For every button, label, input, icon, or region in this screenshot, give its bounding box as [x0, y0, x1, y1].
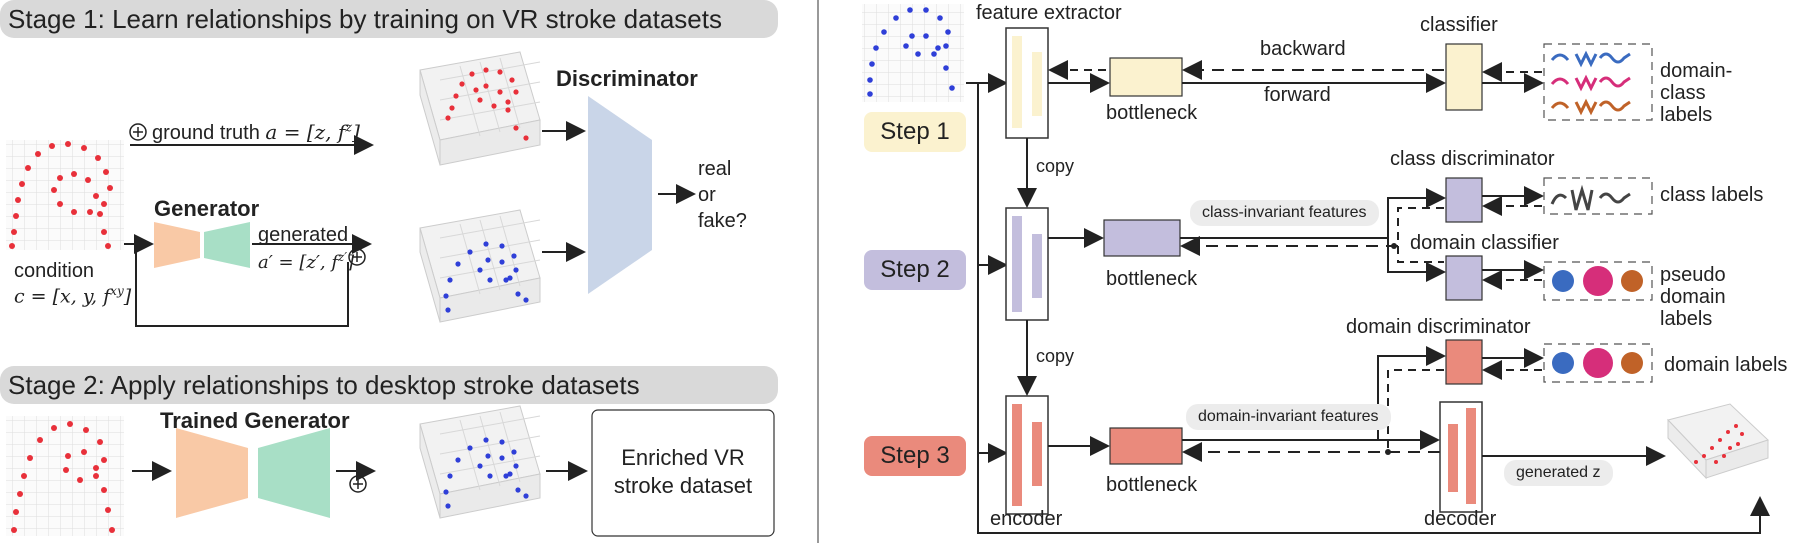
bottleneck1-label: bottleneck	[1106, 102, 1198, 124]
step2-label: Step 2	[864, 250, 966, 290]
domain-labels: domain labels	[1664, 354, 1788, 376]
domain-invariant-pill: domain-invariant features	[1186, 404, 1391, 430]
class-discriminator-box	[1445, 177, 1483, 223]
class-invariant-pill: class-invariant features	[1190, 200, 1379, 226]
trained-generator-decoder-shape	[258, 428, 330, 518]
discriminator-label: Discriminator	[556, 66, 698, 91]
ground-truth-label: ground truth a = [z, fz]	[152, 120, 360, 144]
real-label: real	[698, 158, 732, 180]
condition-label: condition	[14, 260, 95, 282]
stage2-title: Stage 2: Apply relationships to desktop …	[0, 366, 778, 404]
trained-generator-label: Trained Generator	[160, 408, 350, 433]
plot-3d-real	[419, 51, 541, 166]
generated-label: generated	[258, 224, 349, 246]
domain-class-labels: domain-class labels	[1660, 60, 1733, 126]
generator-encoder-shape	[154, 222, 200, 268]
plot-3d-generated	[419, 209, 541, 323]
domain-discriminator-box	[1445, 339, 1483, 385]
feature-extractor-label: feature extractor	[976, 2, 1122, 24]
desktop-stroke-image	[6, 416, 124, 536]
copy1-label: copy	[1036, 156, 1075, 176]
bottleneck3-box	[1109, 427, 1183, 465]
classifier-label: classifier	[1420, 14, 1498, 36]
input-stroke-image	[862, 4, 964, 102]
generated-z-pill: generated z	[1504, 460, 1613, 486]
condition-stroke-image	[6, 140, 124, 250]
copy2-label: copy	[1036, 346, 1075, 366]
bottleneck3-label: bottleneck	[1106, 474, 1198, 496]
stage1-title: Stage 1: Learn relationships by training…	[0, 0, 778, 38]
domain-dot-blue	[1552, 270, 1574, 292]
backward-label: backward	[1260, 38, 1346, 60]
domain-dot-pink	[1583, 266, 1613, 296]
bottleneck1-box	[1109, 57, 1183, 97]
domain-classifier-label: domain classifier	[1410, 232, 1559, 254]
domain-classifier-box	[1445, 255, 1483, 301]
domain-dot-orange	[1621, 270, 1643, 292]
class-discriminator-label: class discriminator	[1390, 148, 1555, 170]
encoder-label: encoder	[990, 508, 1063, 530]
condition-eq: c = [x, y, fxy]	[14, 284, 132, 308]
enriched-dataset-label: Enriched VR stroke dataset	[613, 445, 753, 498]
decoder-label: decoder	[1424, 508, 1497, 530]
bottleneck2-label: bottleneck	[1106, 268, 1198, 290]
generator-label: Generator	[154, 196, 260, 221]
bottleneck2-box	[1103, 219, 1181, 257]
discriminator-shape	[588, 96, 652, 294]
forward-label: forward	[1264, 84, 1331, 106]
pseudo-domain-labels: pseudo domain labels	[1660, 264, 1726, 330]
classifier-box	[1445, 43, 1483, 111]
output-3d-plot	[1667, 403, 1769, 480]
domain-discriminator-label: domain discriminator	[1346, 316, 1531, 338]
fake-label: fake?	[698, 210, 747, 232]
step1-label: Step 1	[864, 112, 966, 152]
class-labels: class labels	[1660, 184, 1764, 206]
plot-3d-enriched	[419, 405, 541, 519]
trained-generator-encoder-shape	[176, 428, 248, 518]
enriched-dataset-box	[591, 409, 775, 537]
step3-label: Step 3	[864, 436, 966, 476]
or-label: or	[698, 184, 716, 206]
generated-eq: a′ = [z′, fz′]	[258, 250, 355, 273]
generator-decoder-shape	[204, 222, 250, 268]
